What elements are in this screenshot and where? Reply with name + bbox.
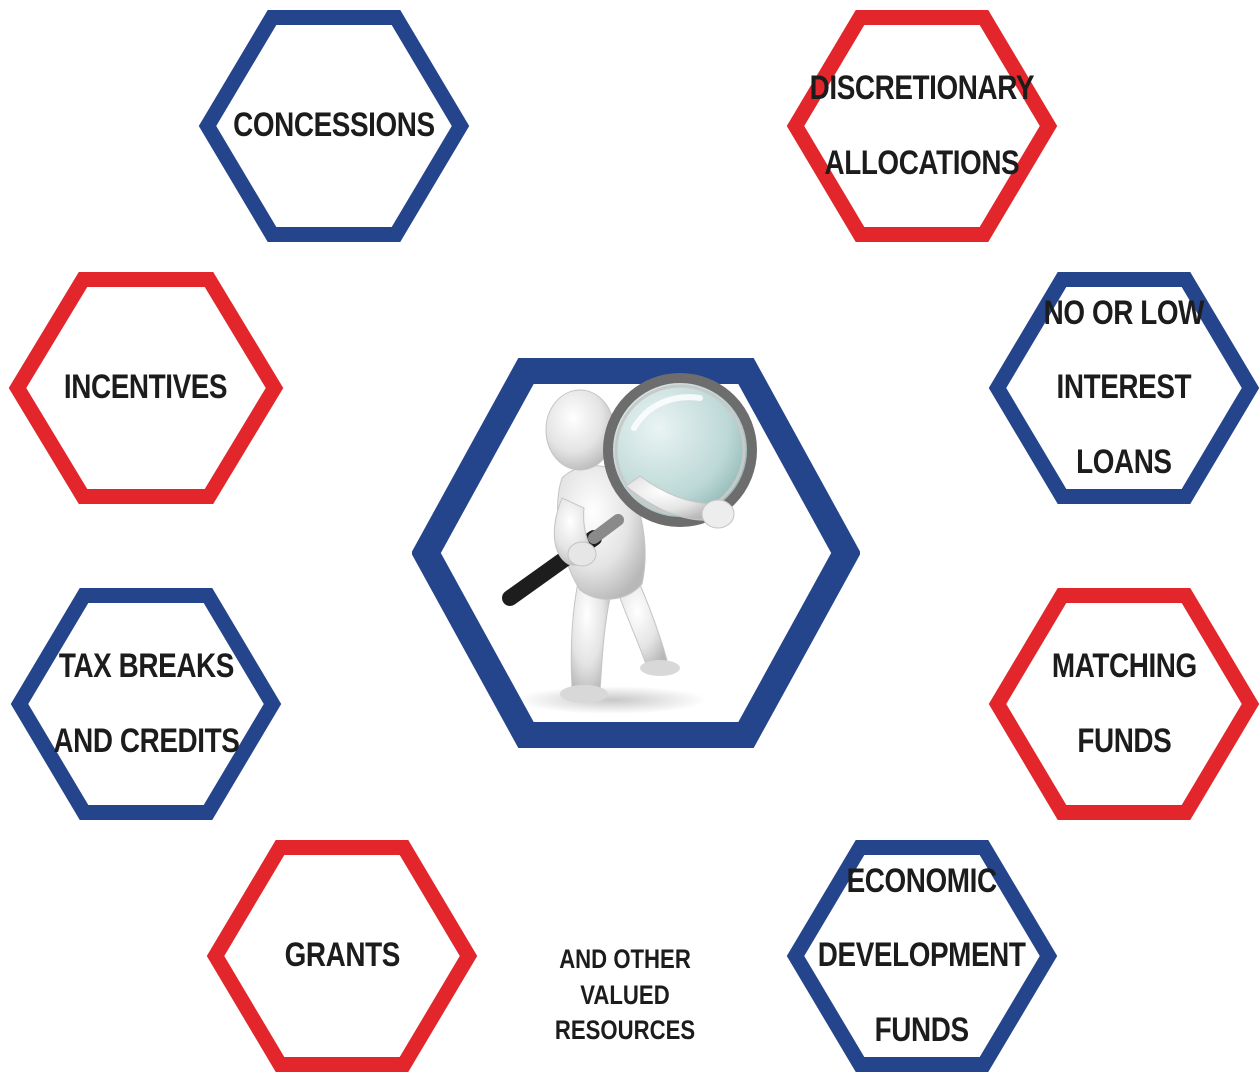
ground-shadow xyxy=(517,686,707,714)
magnifier-neck xyxy=(588,514,624,544)
hexagon-label: CONCESSIONS xyxy=(233,106,435,145)
hexagon-outline xyxy=(786,840,1058,1072)
hexagon-outline xyxy=(10,588,282,820)
hexagon-outline xyxy=(988,588,1260,820)
hexagon-outline xyxy=(8,272,284,504)
hexagon-border xyxy=(786,10,1058,242)
hexagon-border xyxy=(10,588,282,820)
left-foot xyxy=(560,685,608,703)
hexagon-concessions: CONCESSIONS xyxy=(198,10,470,242)
hexagon-border xyxy=(198,10,470,242)
hexagon-outline xyxy=(786,10,1058,242)
hexagon-label: ECONOMIC DEVELOPMENT FUNDS xyxy=(818,861,1026,1050)
hexagon-matching-funds: MATCHING FUNDS xyxy=(988,588,1260,820)
hexagon-incentives: INCENTIVES xyxy=(8,272,284,504)
hexagon-outline xyxy=(198,10,470,242)
right-hand xyxy=(701,499,735,529)
hexagon-label: DISCRETIONARY ALLOCATIONS xyxy=(809,68,1035,182)
hexagon-no-or-low-interest-loans: NO OR LOW INTEREST LOANS xyxy=(988,272,1260,504)
hexagon-border xyxy=(786,840,1058,1072)
hexagon-tax-breaks-and-credits: TAX BREAKS AND CREDITS xyxy=(10,588,282,820)
hexagon-economic-development-funds: ECONOMIC DEVELOPMENT FUNDS xyxy=(786,840,1058,1072)
hexagon-grants: GRANTS xyxy=(206,840,478,1072)
hexagon-label: MATCHING FUNDS xyxy=(1051,646,1197,760)
right-foot xyxy=(640,660,680,676)
center-hexagon xyxy=(411,358,861,748)
hexagon-outline xyxy=(206,840,478,1072)
person-with-magnifying-glass-illustration xyxy=(411,358,861,748)
hexagon-border xyxy=(8,272,284,504)
hexagon-label: INCENTIVES xyxy=(64,368,228,407)
lens-highlight xyxy=(631,394,703,431)
hexagon-border xyxy=(206,840,478,1072)
hexagon-label: TAX BREAKS AND CREDITS xyxy=(52,646,240,760)
other-resources-note: AND OTHER VALUED RESOURCES xyxy=(554,944,696,1046)
hexagon-border xyxy=(988,272,1260,504)
hexagon-border xyxy=(988,588,1260,820)
hexagon-label: GRANTS xyxy=(284,936,400,975)
hexagon-label: NO OR LOW INTEREST LOANS xyxy=(1043,293,1205,482)
left-hand xyxy=(567,541,597,567)
hexagon-discretionary-allocations: DISCRETIONARY ALLOCATIONS xyxy=(786,10,1058,242)
hexagon-outline xyxy=(988,272,1260,504)
